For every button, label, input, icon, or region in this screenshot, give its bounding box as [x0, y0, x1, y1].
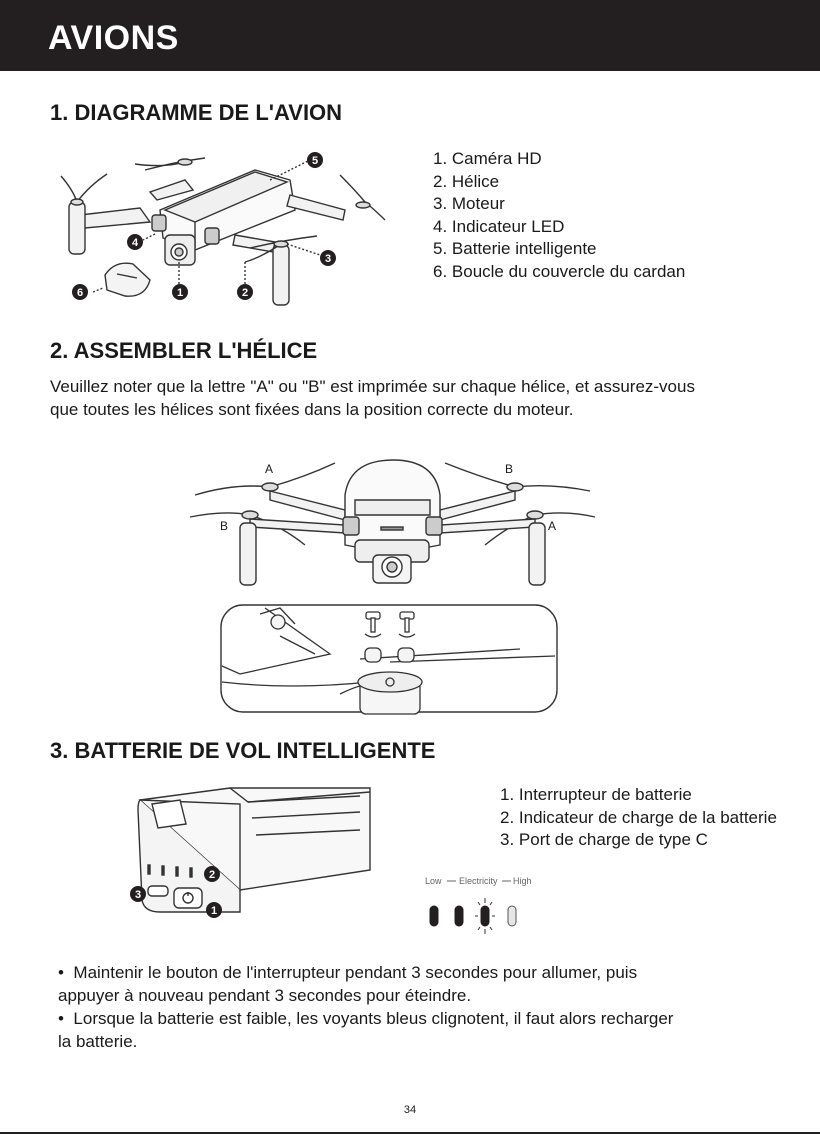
bottom-rule: [0, 1132, 820, 1134]
drone-front-illustration: A B B A: [189, 459, 596, 586]
svg-text:5: 5: [312, 155, 318, 167]
battery-instructions: • Maintenir le bouton de l'interrupteur …: [58, 961, 778, 1053]
prop-label-mid-left: B: [220, 519, 228, 533]
svg-text:1: 1: [211, 905, 217, 917]
header-bar: [0, 0, 820, 71]
section1-callouts: 1 2 3 4 5 6: [72, 152, 336, 300]
page-title: AVIONS: [48, 19, 179, 57]
propeller-instruction-line-2: que toutes les hélices sont fixées dans …: [50, 400, 574, 419]
section-title-diagram: 1. DIAGRAMME DE L'AVION: [50, 100, 343, 125]
battery-illustration: [137, 787, 371, 913]
callout-battery-1: 1: [206, 902, 222, 918]
svg-text:3: 3: [135, 889, 141, 901]
section-title-propeller: 2. ASSEMBLER L'HÉLICE: [50, 338, 318, 363]
svg-text:6: 6: [77, 287, 83, 299]
svg-text:4: 4: [132, 237, 139, 249]
callout-4: 4: [127, 234, 143, 250]
callout-6: 6: [72, 284, 88, 300]
bullet-text: Lorsque la batterie est faible, les voya…: [73, 1009, 674, 1028]
list-item: 5. Batterie intelligente: [433, 239, 597, 259]
bullet-text: Maintenir le bouton de l'interrupteur pe…: [73, 963, 638, 982]
prop-label-top-right: B: [505, 462, 513, 476]
bullet-symbol: •: [58, 1009, 64, 1028]
prop-label-mid-right: A: [548, 519, 556, 533]
legend-high: High: [513, 876, 532, 886]
legend-electricity: Electricity: [459, 876, 498, 886]
page-number: 34: [403, 1104, 417, 1116]
list-item: 1. Caméra HD: [433, 149, 542, 168]
callout-battery-3: 3: [130, 886, 146, 902]
list-item: 6. Boucle du couvercle du cardan: [433, 261, 686, 281]
svg-text:2: 2: [209, 869, 215, 881]
battery-legend-list: 1. Interrupteur de batterie 2. Indicateu…: [500, 784, 777, 852]
prop-label-top-left: A: [265, 462, 273, 476]
list-item: 4. Indicateur LED: [433, 216, 565, 236]
callout-5: 5: [307, 152, 323, 168]
diagram-legend-list: 1. Caméra HD 2. Hélice 3. Moteur 4. Indi…: [433, 148, 685, 284]
propeller-instruction-line-1: Veuillez noter que la lettre "A" ou "B" …: [50, 377, 695, 396]
list-item: 2. Hélice: [433, 171, 500, 191]
list-item: 3. Port de charge de type C: [500, 830, 708, 850]
list-item: 1. Interrupteur de batterie: [500, 785, 692, 804]
svg-text:2: 2: [242, 287, 248, 299]
callout-2: 2: [237, 284, 253, 300]
section-title-battery: 3. BATTERIE DE VOL INTELLIGENTE: [50, 738, 436, 763]
legend-low: Low: [425, 876, 442, 886]
callout-3: 3: [320, 250, 336, 266]
drone-diagram-illustration: [60, 157, 386, 306]
list-item: 3. Moteur: [433, 194, 505, 214]
battery-level-indicator: Low Electricity High: [425, 876, 532, 934]
list-item: • Maintenir le bouton de l'interrupteur …: [58, 961, 778, 1007]
list-item: • Lorsque la batterie est faible, les vo…: [58, 1007, 778, 1053]
callout-battery-2: 2: [204, 866, 220, 882]
bullet-text: appuyer à nouveau pendant 3 secondes pou…: [58, 986, 472, 1005]
bullet-text: la batterie.: [58, 1032, 138, 1051]
callout-1: 1: [172, 284, 188, 300]
battery-callouts: 1 2 3: [130, 866, 222, 918]
bullet-symbol: •: [58, 963, 64, 982]
propeller-mount-closeup: [220, 604, 558, 715]
svg-text:1: 1: [177, 287, 183, 299]
list-item: 2. Indicateur de charge de la batterie: [500, 807, 777, 827]
svg-text:3: 3: [325, 253, 331, 265]
